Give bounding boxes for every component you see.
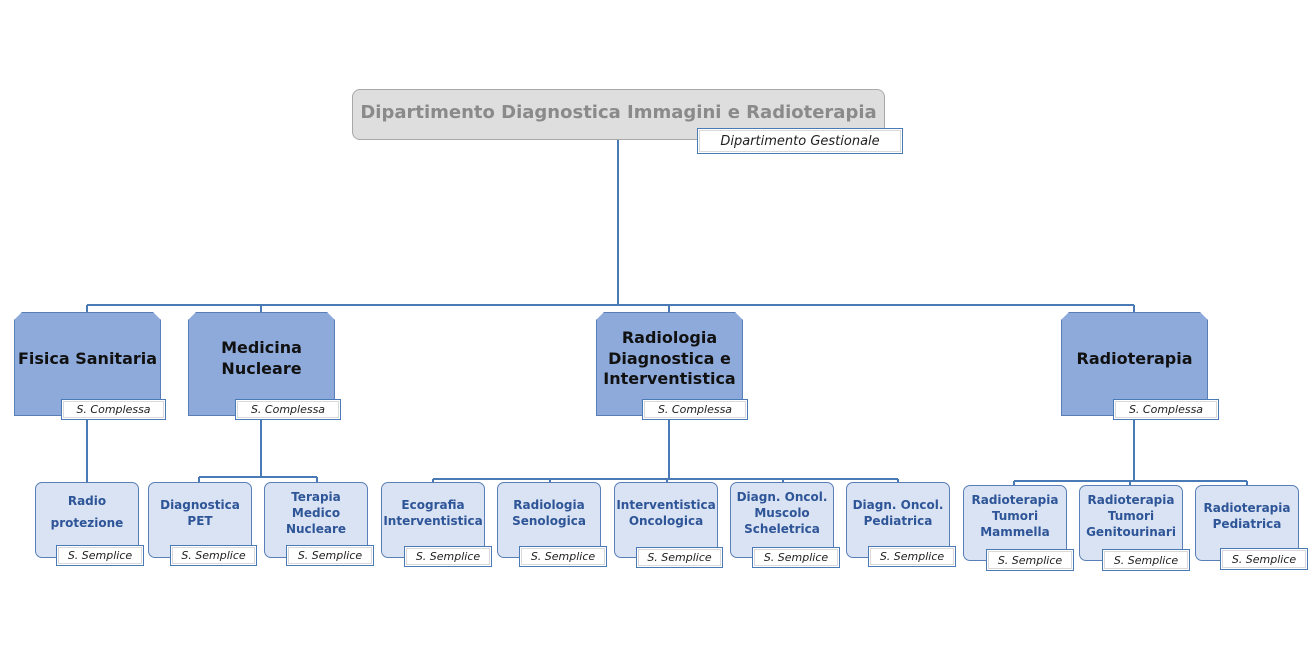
unit-type-tag: S. Complessa <box>1113 399 1219 420</box>
unit-type-tag: S. Complessa <box>642 399 748 420</box>
unit-medicina-nucleare: Medicina Nucleare <box>188 312 335 416</box>
subunit-type-tag: S. Semplice <box>56 545 144 566</box>
subunit-name: Diagn. Oncol. Muscolo Scheletrica <box>736 489 828 537</box>
subunit-type-tag: S. Semplice <box>286 545 374 566</box>
subunit-radioterapia-tumori-mammella: Radioterapia Tumori Mammella <box>963 485 1067 561</box>
subunit-name: Radiologia Senologica <box>512 497 586 528</box>
subunit-radioterapia-tumori-genitourinari: Radioterapia Tumori Genitourinari <box>1079 485 1183 561</box>
subunit-type-tag: S. Semplice <box>1220 548 1308 570</box>
subunit-name: Radioterapia Tumori Genitourinari <box>1086 492 1176 540</box>
subunit-name: Terapia Medico Nucleare <box>285 489 347 537</box>
subunit-radiologia-senologica: Radiologia Senologica <box>497 482 601 558</box>
subunit-name: Radio protezione <box>50 494 124 530</box>
subunit-name: Interventistica Oncologica <box>616 497 716 528</box>
subunit-name: Diagnostica PET <box>160 497 240 528</box>
unit-name: Fisica Sanitaria <box>17 348 158 368</box>
unit-radioterapia: Radioterapia <box>1061 312 1208 416</box>
subunit-type-tag: S. Semplice <box>1102 549 1190 571</box>
subunit-interventistica-oncologica: Interventistica Oncologica <box>614 482 718 558</box>
department-name: Dipartimento Diagnostica Immagini e Radi… <box>360 102 877 123</box>
unit-type-tag: S. Complessa <box>61 399 166 420</box>
subunit-name: Radioterapia Pediatrica <box>1203 500 1291 531</box>
department-type-tag: Dipartimento Gestionale <box>697 128 903 154</box>
subunit-type-tag: S. Semplice <box>986 549 1074 571</box>
subunit-name: Ecografia Interventistica <box>383 497 483 528</box>
unit-name: Medicina Nucleare <box>221 338 302 378</box>
unit-fisica-sanitaria: Fisica Sanitaria <box>14 312 161 416</box>
subunit-name: Radioterapia Tumori Mammella <box>971 492 1059 540</box>
subunit-type-tag: S. Semplice <box>404 546 492 567</box>
unit-type-tag: S. Complessa <box>235 399 341 420</box>
subunit-type-tag: S. Semplice <box>636 547 723 568</box>
subunit-type-tag: S. Semplice <box>752 547 840 568</box>
subunit-type-tag: S. Semplice <box>868 546 956 567</box>
subunit-type-tag: S. Semplice <box>170 545 257 566</box>
subunit-type-tag: S. Semplice <box>519 546 607 567</box>
unit-name: Radioterapia <box>1076 348 1193 368</box>
subunit-diagn-oncol-pediatrica: Diagn. Oncol. Pediatrica <box>846 482 950 558</box>
subunit-ecografia-interventistica: Ecografia Interventistica <box>381 482 485 558</box>
unit-name: Radiologia Diagnostica e Interventistica <box>603 327 736 389</box>
subunit-name: Diagn. Oncol. Pediatrica <box>852 497 944 528</box>
unit-radiologia-diagnostica-interventistica: Radiologia Diagnostica e Interventistica <box>596 312 743 416</box>
